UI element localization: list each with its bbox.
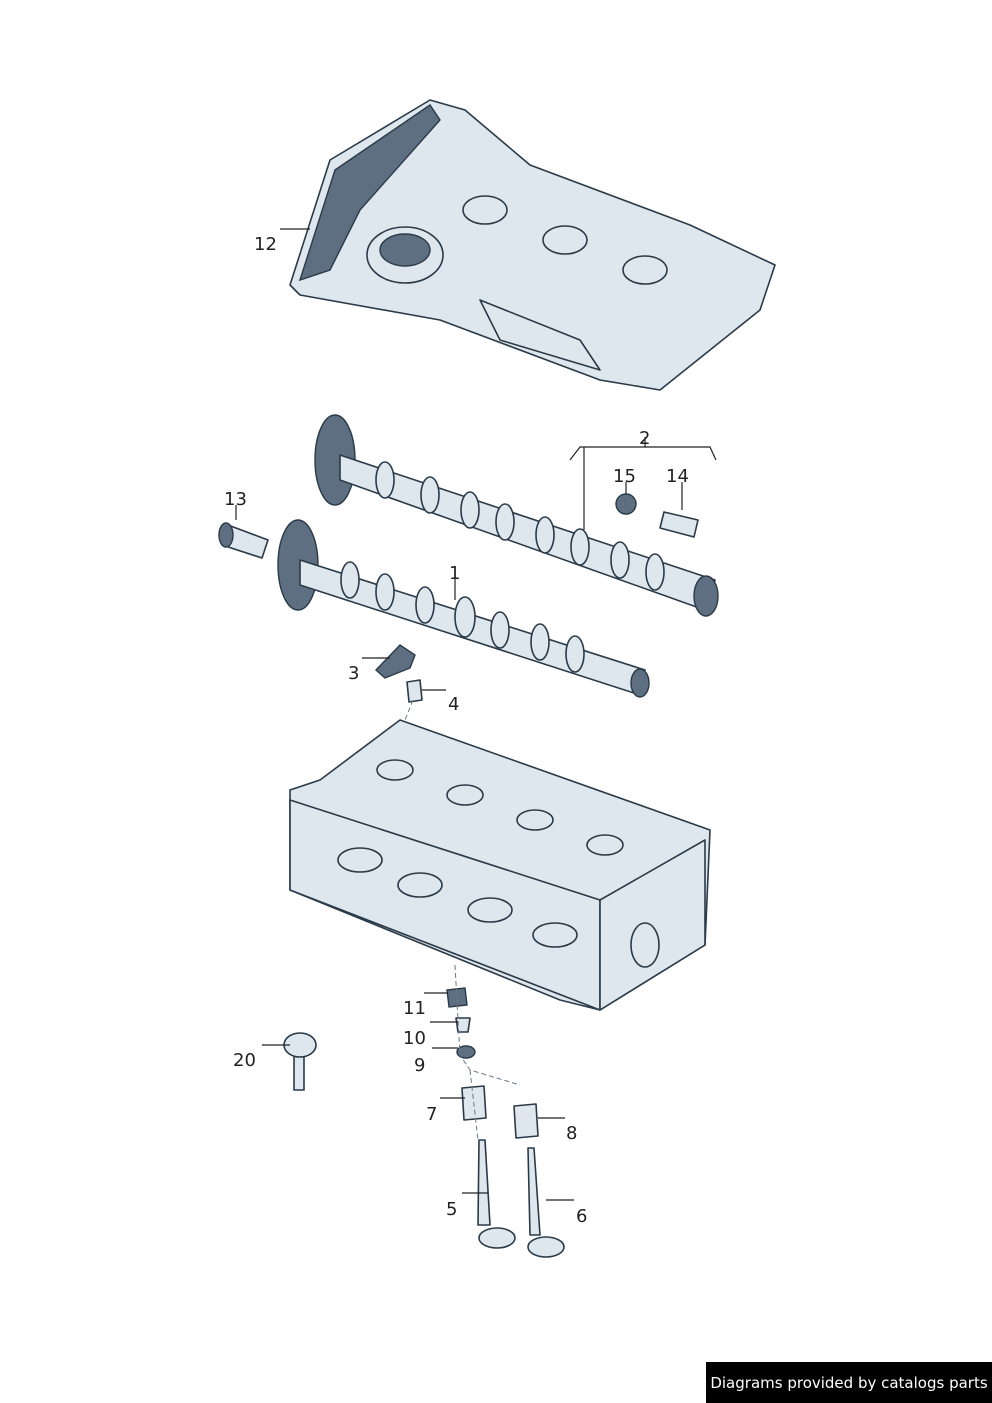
callout-9: 9 [414,1055,425,1076]
callout-10: 10 [403,1028,426,1049]
attribution-footer: Diagrams provided by catalogs parts [706,1362,992,1403]
callout-2: 2 [639,428,650,449]
callout-11: 11 [403,998,426,1019]
cylinder-head[interactable] [289,719,711,1011]
valve-cotter[interactable] [455,1017,471,1033]
valve-spring-8[interactable] [513,1103,539,1139]
callout-20: 20 [233,1050,256,1071]
camshaft-exhaust[interactable] [314,414,719,617]
callout-12: 12 [254,234,277,255]
ball[interactable] [615,493,637,515]
hydraulic-tappet[interactable] [406,679,423,703]
callout-3: 3 [348,663,359,684]
bearing-cap[interactable] [374,644,416,679]
callout-4: 4 [448,694,459,715]
cylinder-head-cover[interactable] [289,99,776,391]
camshaft-intake[interactable] [277,519,650,698]
callout-7: 7 [426,1104,437,1125]
callout-6: 6 [576,1206,587,1227]
bolt[interactable] [283,1032,317,1091]
callout-5: 5 [446,1199,457,1220]
callout-8: 8 [566,1123,577,1144]
intake-valve[interactable] [477,1139,516,1249]
exhaust-valve[interactable] [527,1147,565,1258]
sealing-plug[interactable] [218,522,269,559]
callout-15: 15 [613,466,636,487]
callout-1: 1 [449,563,460,584]
spring-plate[interactable] [456,1045,476,1059]
callout-13: 13 [224,489,247,510]
callout-14: 14 [666,466,689,487]
plug[interactable] [659,511,699,538]
